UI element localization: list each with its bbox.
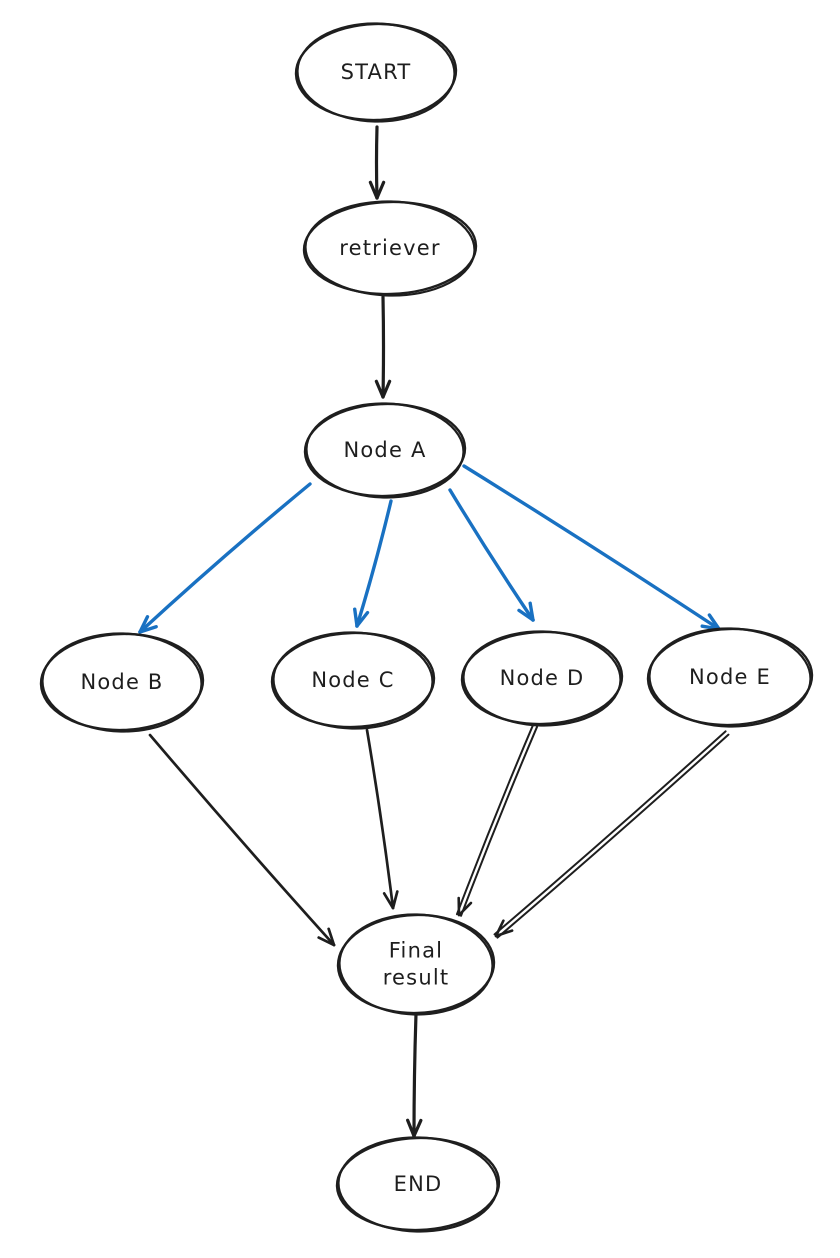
node-node-d: Node D	[460, 630, 624, 727]
edge-node-e-to-final	[493, 730, 730, 939]
edge-retriever-to-node-a	[374, 295, 392, 399]
node-label-node-e: Node E	[689, 665, 771, 689]
node-start: START	[294, 22, 458, 123]
edge-node-a-to-node-c	[353, 499, 393, 628]
edge-node-a-to-node-d	[448, 488, 535, 622]
node-retriever: retriever	[302, 200, 478, 297]
edge-node-d-to-final	[455, 724, 539, 917]
node-label-node-d: Node D	[500, 666, 585, 690]
node-node-b: Node B	[39, 632, 205, 733]
edge-start-to-retriever	[368, 125, 386, 200]
node-label-node-c: Node C	[311, 668, 394, 692]
node-label-retriever: retriever	[339, 236, 441, 260]
edge-node-a-to-node-e	[462, 464, 721, 631]
node-end: END	[335, 1136, 501, 1233]
node-label-node-a: Node A	[343, 438, 426, 462]
edge-node-a-to-node-b	[138, 482, 312, 634]
node-label-final: result	[383, 966, 450, 990]
node-node-c: Node C	[270, 631, 436, 730]
edge-final-to-end	[406, 1012, 423, 1138]
edge-node-c-to-final	[365, 728, 399, 910]
node-label-final: Final	[389, 939, 443, 963]
node-label-node-b: Node B	[80, 670, 163, 694]
node-label-start: START	[341, 60, 412, 84]
node-final: Final result	[336, 913, 496, 1016]
node-label-end: END	[394, 1172, 443, 1196]
edge-node-b-to-final	[148, 733, 336, 947]
node-node-a: Node A	[303, 402, 467, 499]
node-node-e: Node E	[646, 627, 814, 728]
